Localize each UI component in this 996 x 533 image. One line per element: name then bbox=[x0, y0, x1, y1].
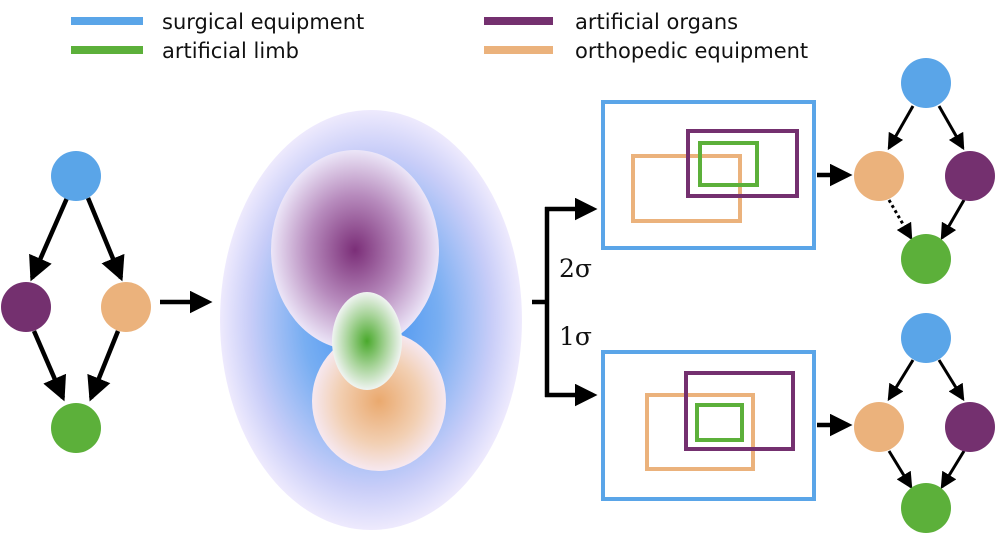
node-lower-artificial-organs bbox=[945, 402, 995, 452]
edge-lower-surgical-to-organs bbox=[937, 359, 965, 402]
edge-upper-orthopedic-to-limb-dotted bbox=[887, 199, 913, 241]
distribution-artificial-limb bbox=[332, 292, 402, 390]
legend-label-orthopedic-equipment: orthopedic equipment bbox=[575, 39, 808, 63]
label-upper-sigma: 2σ bbox=[559, 254, 592, 283]
legend-item-surgical-equipment: surgical equipment bbox=[71, 10, 364, 34]
edge-upper-organs-to-limb bbox=[940, 199, 966, 241]
label-lower-sigma: 1σ bbox=[559, 322, 592, 351]
distribution-artificial-organs bbox=[271, 150, 439, 350]
box-surgical-equipment-upper bbox=[601, 100, 816, 250]
box-embedding-distribution bbox=[220, 110, 522, 530]
node-upper-orthopedic-equipment bbox=[854, 151, 904, 201]
legend-label-artificial-limb: artificial limb bbox=[162, 39, 299, 63]
legend-label-artificial-organs: artificial organs bbox=[575, 10, 738, 34]
node-orthopedic-equipment bbox=[101, 282, 151, 332]
legend-item-artificial-organs: artificial organs bbox=[484, 10, 738, 34]
box-artificial-limb-upper bbox=[698, 141, 759, 187]
box-orthopedic-equipment-lower bbox=[645, 393, 755, 471]
edge-upper-surgical-to-orthopedic bbox=[887, 105, 915, 151]
node-artificial-limb bbox=[51, 403, 101, 453]
edge-lower-surgical-to-orthopedic bbox=[887, 359, 915, 402]
upper-box-panel bbox=[601, 100, 816, 250]
edge-surgical-to-organs bbox=[29, 197, 70, 282]
branch-connector: 2σ 1σ bbox=[532, 197, 598, 407]
edge-lower-orthopedic-to-limb bbox=[887, 450, 913, 490]
edge-upper-surgical-to-organs bbox=[937, 105, 965, 151]
box-artificial-organs-upper bbox=[686, 129, 799, 198]
node-lower-surgical-equipment bbox=[901, 313, 951, 363]
node-upper-surgical-equipment bbox=[901, 58, 951, 108]
node-artificial-organs bbox=[1, 282, 51, 332]
box-artificial-limb-lower bbox=[695, 403, 744, 442]
lower-box-panel bbox=[601, 350, 816, 501]
box-artificial-organs-lower bbox=[684, 371, 795, 451]
edge-orthopedic-to-limb bbox=[87, 330, 121, 402]
legend: surgical equipment artificial limb artif… bbox=[71, 10, 808, 63]
edge-surgical-to-orthopedic bbox=[85, 197, 125, 282]
legend-item-orthopedic-equipment: orthopedic equipment bbox=[484, 39, 808, 63]
node-lower-artificial-limb bbox=[901, 483, 951, 533]
node-upper-artificial-limb bbox=[901, 234, 951, 284]
node-surgical-equipment bbox=[51, 151, 101, 201]
legend-label-surgical-equipment: surgical equipment bbox=[162, 10, 364, 34]
legend-item-artificial-limb: artificial limb bbox=[71, 39, 299, 63]
node-lower-orthopedic-equipment bbox=[854, 402, 904, 452]
input-graph bbox=[1, 151, 151, 453]
edge-organs-to-limb bbox=[31, 330, 67, 402]
edge-lower-organs-to-limb bbox=[940, 450, 966, 490]
output-graph-lower bbox=[854, 313, 995, 533]
node-upper-artificial-organs bbox=[945, 151, 995, 201]
output-graph-upper bbox=[854, 58, 995, 284]
box-surgical-equipment-lower bbox=[601, 350, 816, 501]
